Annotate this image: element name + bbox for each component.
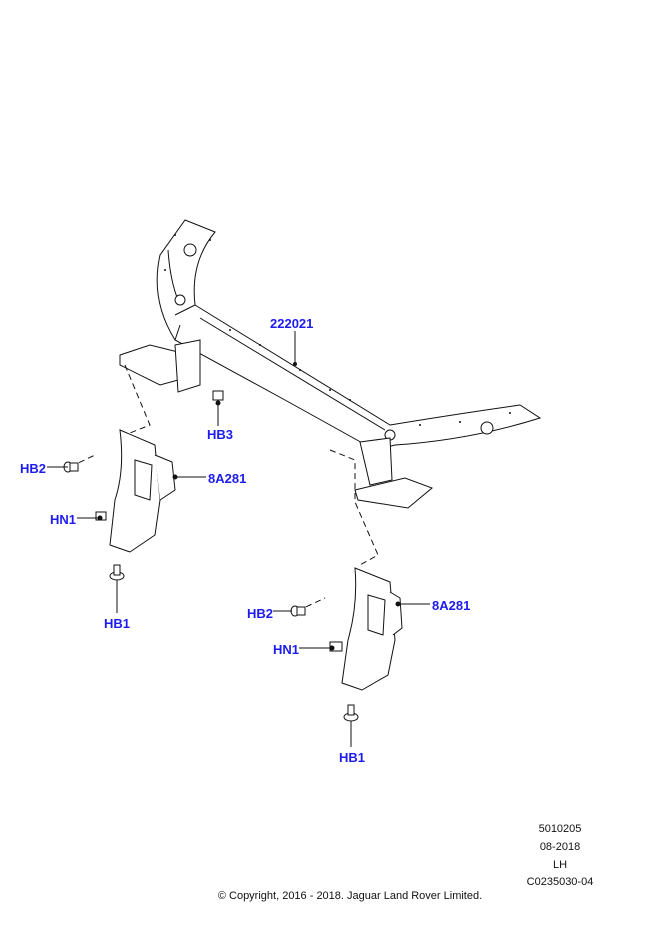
callout-hb2-right[interactable]: HB2 bbox=[247, 606, 274, 621]
callout-8a281-left[interactable]: 8A281 bbox=[208, 471, 247, 486]
reference-number: 5010205 bbox=[538, 823, 582, 835]
bracket-left bbox=[109, 429, 178, 553]
leader-lines bbox=[47, 331, 430, 747]
callout-hb3[interactable]: HB3 bbox=[207, 427, 234, 442]
callout-hn1-right[interactable]: HN1 bbox=[273, 642, 300, 657]
copyright-notice: © Copyright, 2016 - 2018. Jaguar Land Ro… bbox=[217, 890, 483, 902]
callout-222021[interactable]: 222021 bbox=[270, 316, 314, 331]
callout-hb1-right[interactable]: HB1 bbox=[339, 750, 366, 765]
diagram-date: 08-2018 bbox=[539, 841, 581, 853]
front-cross-member bbox=[119, 219, 542, 509]
illustration-code: C0235030-04 bbox=[526, 876, 594, 888]
side-indicator: LH bbox=[552, 859, 568, 871]
callout-hb2-left[interactable]: HB2 bbox=[20, 461, 47, 476]
callout-hn1-left[interactable]: HN1 bbox=[50, 512, 77, 527]
bracket-right bbox=[341, 567, 403, 691]
callout-hb1-left[interactable]: HB1 bbox=[104, 616, 131, 631]
callout-8a281-right[interactable]: 8A281 bbox=[432, 598, 471, 613]
